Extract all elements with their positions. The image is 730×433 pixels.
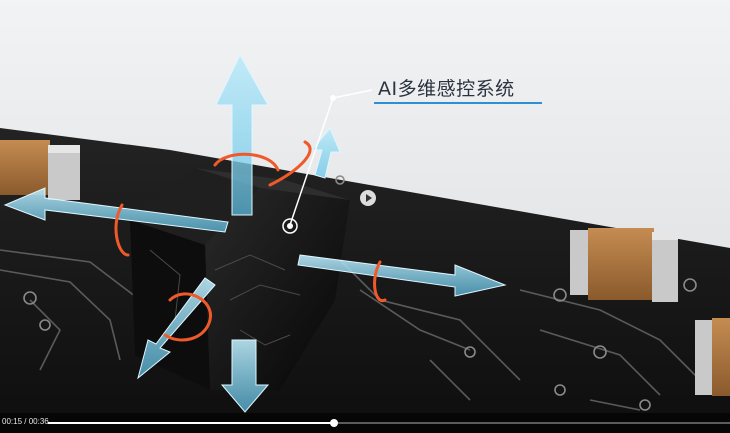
capacitor-left — [0, 140, 80, 200]
callout-pointer — [282, 89, 373, 234]
duration: 00:36 — [28, 417, 49, 426]
rotation-arcs — [114, 140, 387, 342]
progress-fill — [48, 422, 335, 424]
current-time: 00:15 — [2, 417, 23, 426]
progress-handle[interactable] — [330, 419, 339, 427]
capacitor-right — [570, 228, 678, 302]
time-display: 00:15 / 00:36 — [2, 417, 49, 426]
callout-label: AI多维感控系统 — [378, 78, 515, 100]
capacitor-bottom-right — [695, 318, 730, 396]
axis-arrows — [3, 53, 507, 413]
play-button[interactable] — [360, 190, 376, 206]
play-icon — [366, 194, 372, 202]
progress-track[interactable] — [48, 419, 730, 427]
time-separator: / — [22, 417, 29, 426]
player-controls: 00:15 / 00:36 — [0, 413, 730, 433]
callout-underline — [374, 102, 542, 104]
